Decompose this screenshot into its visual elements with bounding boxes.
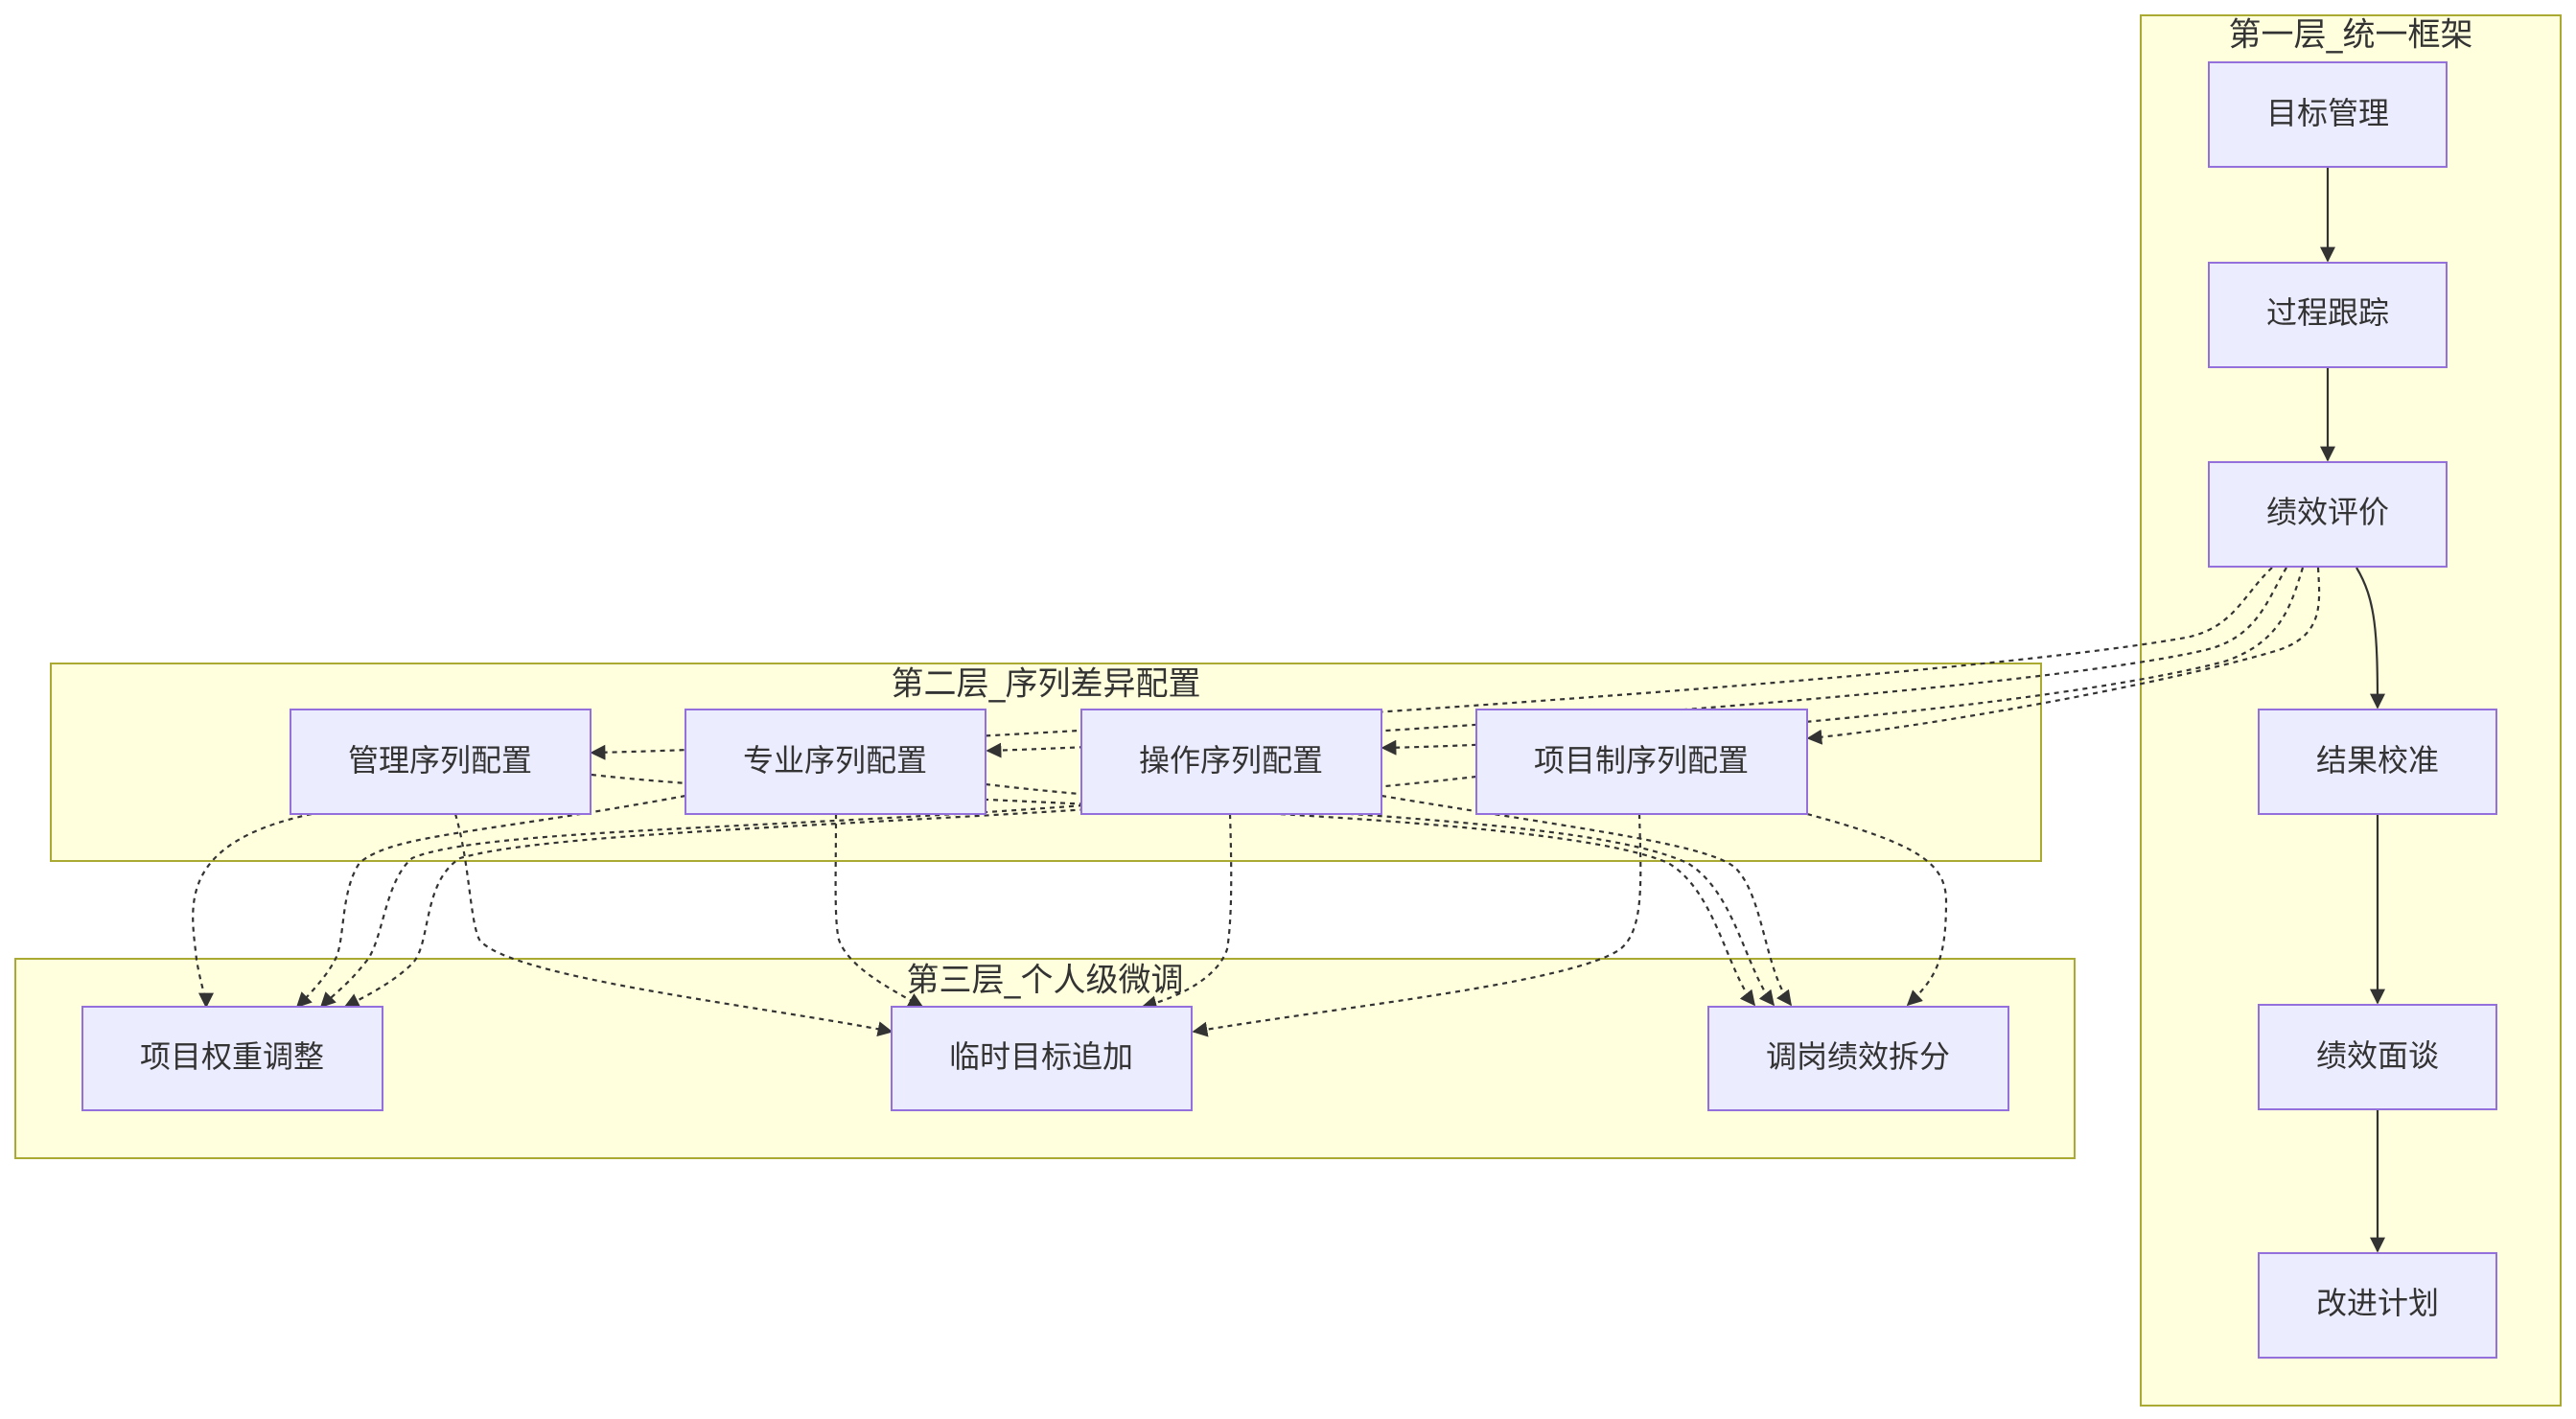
node-operation-sequence-label: 操作序列配置 bbox=[1139, 742, 1323, 779]
node-improvement-plan-label: 改进计划 bbox=[2316, 1285, 2439, 1321]
cluster-layer3-title: 第三层_个人级微调 bbox=[907, 962, 1184, 1000]
edge-eval-to-proj-seq bbox=[1806, 567, 2321, 745]
node-temporary-goal: 临时目标追加 bbox=[891, 1006, 1193, 1111]
edge-eval-to-mgmt-seq bbox=[590, 567, 2273, 760]
node-performance-interview-label: 绩效面谈 bbox=[2316, 1037, 2439, 1074]
node-project-weight: 项目权重调整 bbox=[81, 1006, 383, 1111]
node-transfer-split-label: 调岗绩效拆分 bbox=[1766, 1038, 1950, 1075]
node-professional-sequence: 专业序列配置 bbox=[685, 709, 986, 815]
edge-eval-to-op-seq bbox=[1381, 567, 2305, 756]
edge-pro-seq-to-proj-weight bbox=[295, 794, 686, 1009]
cluster-layer1-title: 第一层_统一框架 bbox=[2229, 16, 2473, 55]
edge-pro-seq-to-temp-goal bbox=[834, 813, 924, 1008]
edge-op-seq-to-proj-weight bbox=[319, 803, 1084, 1009]
node-transfer-split: 调岗绩效拆分 bbox=[1707, 1006, 2009, 1111]
node-goal-management-label: 目标管理 bbox=[2266, 95, 2389, 131]
node-project-weight-label: 项目权重调整 bbox=[140, 1038, 324, 1075]
edge-op-seq-to-temp-goal bbox=[1141, 813, 1233, 1012]
node-improvement-plan: 改进计划 bbox=[2258, 1252, 2497, 1359]
node-performance-evaluation: 绩效评价 bbox=[2208, 461, 2448, 568]
cluster-layer2-title: 第二层_序列差异配置 bbox=[892, 665, 1201, 704]
node-performance-evaluation-label: 绩效评价 bbox=[2266, 494, 2389, 530]
node-process-tracking-label: 过程跟踪 bbox=[2266, 294, 2389, 331]
edge-op-seq-to-transfer-split bbox=[1381, 794, 1792, 1007]
node-project-sequence-label: 项目制序列配置 bbox=[1534, 742, 1749, 779]
edge-eval-to-calib bbox=[2356, 567, 2385, 710]
node-professional-sequence-label: 专业序列配置 bbox=[743, 742, 927, 779]
edge-mgmt-seq-to-temp-goal bbox=[453, 813, 893, 1037]
node-performance-interview: 绩效面谈 bbox=[2258, 1004, 2497, 1110]
edge-proj-seq-to-transfer-split bbox=[1806, 812, 1948, 1007]
node-management-sequence: 管理序列配置 bbox=[290, 709, 592, 815]
edge-proj-seq-to-temp-goal bbox=[1192, 813, 1642, 1037]
node-operation-sequence: 操作序列配置 bbox=[1080, 709, 1382, 815]
node-result-calibration-label: 结果校准 bbox=[2316, 742, 2439, 779]
edge-mgmt-seq-to-proj-weight bbox=[192, 812, 313, 1009]
node-process-tracking: 过程跟踪 bbox=[2208, 262, 2448, 368]
node-temporary-goal-label: 临时目标追加 bbox=[949, 1038, 1133, 1075]
node-goal-management: 目标管理 bbox=[2208, 61, 2448, 168]
node-result-calibration: 结果校准 bbox=[2258, 709, 2497, 815]
node-project-sequence: 项目制序列配置 bbox=[1475, 709, 1808, 815]
node-management-sequence-label: 管理序列配置 bbox=[348, 742, 532, 779]
